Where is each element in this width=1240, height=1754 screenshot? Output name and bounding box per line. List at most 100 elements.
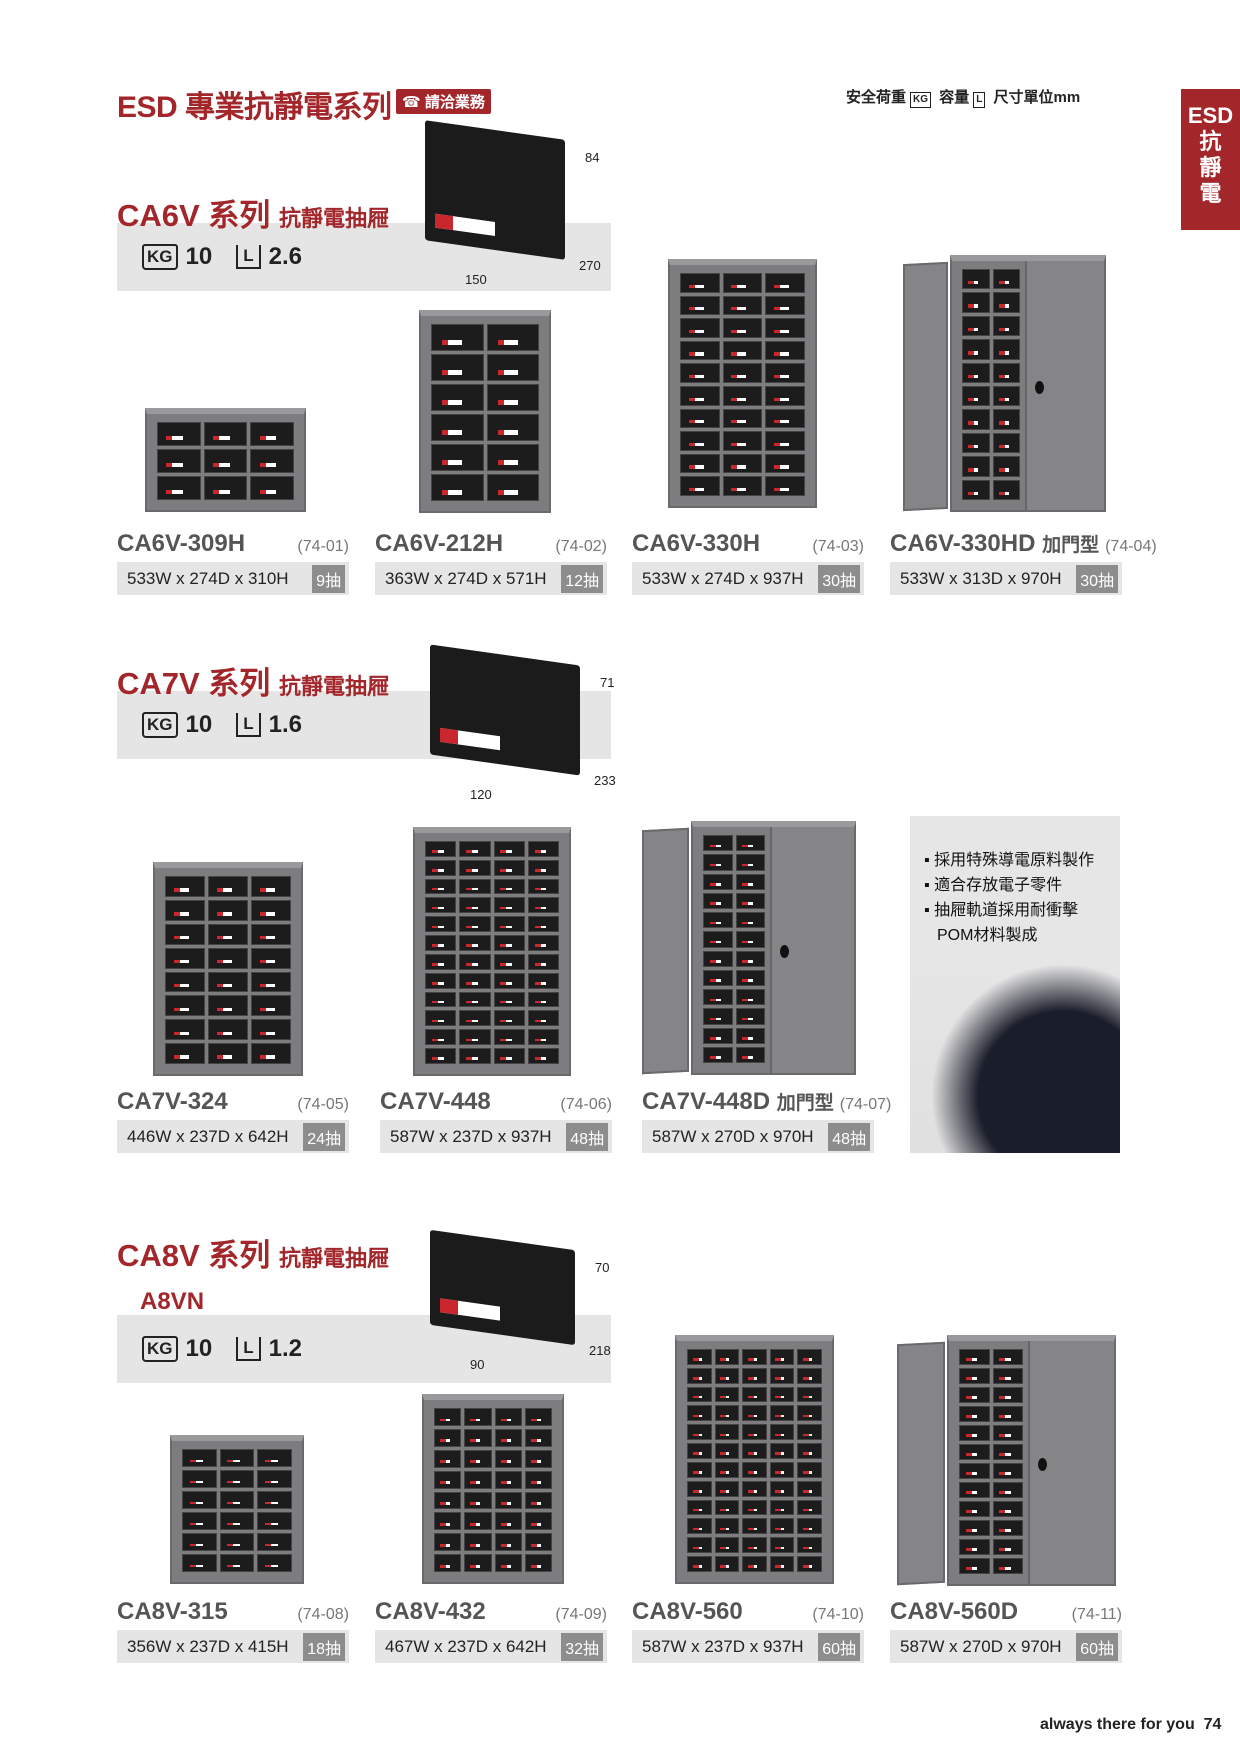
- drawer: [962, 292, 990, 313]
- side-tab-line: 抗: [1199, 129, 1222, 154]
- drawer: [464, 1428, 492, 1447]
- load-value: 10: [185, 711, 213, 738]
- drawer: [219, 1512, 255, 1530]
- liter-icon: L: [973, 92, 986, 108]
- feature-item: ▪ 採用特殊導電原料製作: [924, 852, 1095, 869]
- drawer: [493, 897, 525, 914]
- drawer: [703, 1008, 733, 1025]
- capacity-value: 2.6: [268, 243, 302, 270]
- drawer: [459, 953, 491, 970]
- product-model: CA8V-560: [632, 1598, 743, 1625]
- liter-icon: L: [236, 1337, 261, 1361]
- product-size: 587W x 237D x 937H: [642, 1636, 804, 1656]
- drawer: [425, 1010, 457, 1027]
- drawer: [257, 1470, 292, 1488]
- product-code: (74-07): [839, 1096, 892, 1113]
- cabinet-image: [950, 255, 1106, 512]
- drawer-count-badge: 9抽: [312, 564, 345, 593]
- drawer: [769, 1443, 795, 1459]
- drawer: [742, 1499, 767, 1516]
- drawer: [703, 835, 733, 852]
- drawer: [165, 995, 205, 1017]
- drawer: [769, 1480, 795, 1497]
- dim-width: 90: [470, 1357, 485, 1372]
- drawer: [493, 841, 525, 857]
- drawer: [992, 1501, 1024, 1517]
- drawer: [680, 340, 720, 361]
- legend-load-label: 安全荷重: [846, 89, 907, 106]
- drawer: [251, 1043, 291, 1064]
- drawer: [165, 876, 205, 897]
- drawer: [527, 897, 559, 914]
- product-model: CA6V-309H: [117, 530, 246, 557]
- drawer: [464, 1554, 492, 1572]
- drawer: [527, 1010, 559, 1027]
- drawer: [208, 947, 248, 969]
- product-size: 533W x 274D x 310H: [127, 568, 289, 588]
- drawer: [680, 318, 720, 338]
- product-model: CA7V-448: [380, 1088, 491, 1115]
- closed-door: [1028, 1341, 1114, 1584]
- drawer: [742, 1518, 767, 1535]
- drawer: [425, 1029, 457, 1046]
- drawer-count-badge: 18抽: [303, 1632, 345, 1661]
- drawer: [203, 422, 248, 446]
- drawer: [157, 422, 201, 446]
- product-name: CA8V-432 (74-09): [375, 1598, 607, 1629]
- feature-item: POM材料製成: [937, 927, 1038, 944]
- kg-icon: KG: [142, 712, 178, 738]
- drawer: [735, 989, 766, 1006]
- drawer: [714, 1556, 740, 1572]
- drawer: [735, 873, 766, 890]
- load-value: 10: [185, 243, 213, 270]
- kg-icon: KG: [910, 92, 932, 108]
- drawer: [494, 1554, 522, 1572]
- kg-icon: KG: [142, 244, 178, 270]
- product-code: (74-10): [812, 1606, 864, 1623]
- drawer: [431, 444, 484, 471]
- drawer: [250, 449, 294, 473]
- drawer: [425, 1048, 457, 1064]
- product-name: CA7V-324 (74-05): [117, 1088, 349, 1119]
- closed-door: [770, 827, 854, 1073]
- drawer: [459, 972, 491, 989]
- drawer: [687, 1556, 712, 1572]
- drawer: [464, 1533, 492, 1552]
- drawer: [742, 1443, 767, 1459]
- drawer: [769, 1386, 795, 1403]
- dim-depth: 270: [579, 258, 601, 273]
- drawer-count-badge: 60抽: [1076, 1632, 1118, 1661]
- drawer: [165, 899, 205, 921]
- drawer: [527, 953, 559, 970]
- drawer: [208, 971, 248, 993]
- drawer: [680, 295, 720, 316]
- product-model: CA7V-324: [117, 1088, 228, 1115]
- legend-capacity-label: 容量: [939, 89, 970, 106]
- drawer: [431, 474, 484, 501]
- drawer: [687, 1537, 712, 1554]
- drawer: [459, 935, 491, 951]
- drawer: [182, 1512, 217, 1530]
- drawer: [459, 878, 491, 895]
- drawer: [524, 1408, 552, 1426]
- drawer: [486, 444, 539, 471]
- drawer: [203, 476, 248, 500]
- product-model: CA7V-448D: [642, 1088, 771, 1115]
- product-model: CA8V-432: [375, 1598, 486, 1625]
- drawer: [687, 1480, 712, 1497]
- drawer: [769, 1499, 795, 1516]
- drawer: [459, 1029, 491, 1046]
- drawer: [493, 972, 525, 989]
- drawer: [703, 989, 733, 1006]
- drawer: [722, 273, 763, 293]
- drawer: [765, 431, 805, 451]
- dim-height: 71: [600, 675, 615, 690]
- product-size: 356W x 237D x 415H: [127, 1636, 289, 1656]
- dim-height: 84: [585, 150, 600, 165]
- drawer: [992, 292, 1021, 313]
- drawer: [527, 916, 559, 933]
- product-size: 587W x 237D x 937H: [390, 1126, 552, 1146]
